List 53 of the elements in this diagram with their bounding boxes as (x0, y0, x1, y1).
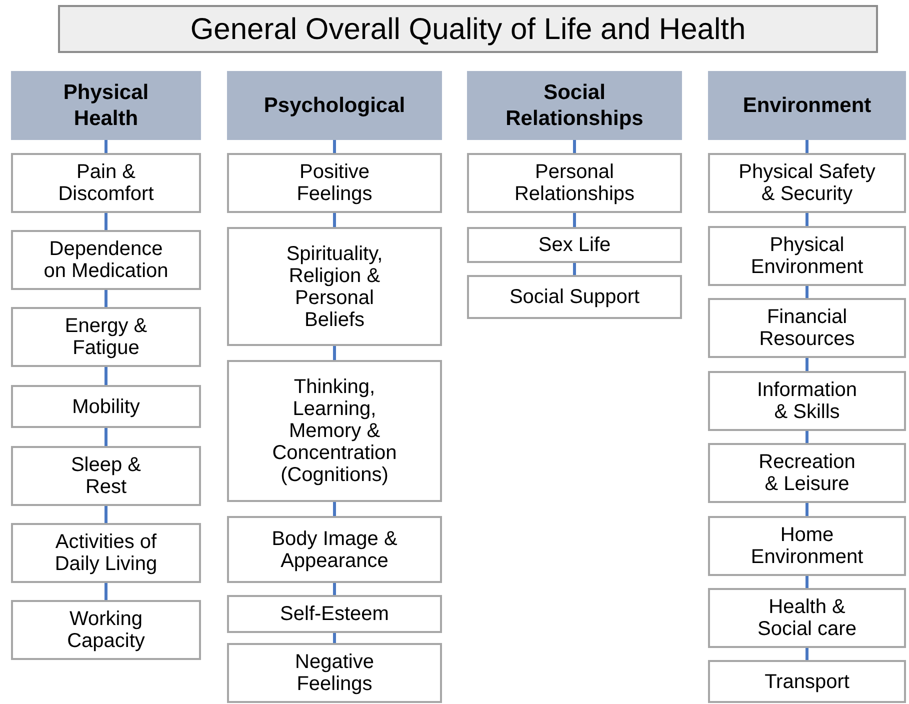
connector-line (333, 633, 336, 643)
item-box: Negative Feelings (227, 643, 442, 703)
title-banner: General Overall Quality of Life and Health (58, 5, 878, 53)
connector-line (104, 506, 108, 523)
item-box: Physical Safety & Security (708, 153, 906, 213)
item-box: Working Capacity (11, 600, 201, 660)
connector-line (806, 358, 808, 371)
connector-line (806, 576, 808, 588)
connector-line (806, 503, 808, 516)
connector-line (104, 140, 108, 153)
connector-line (573, 213, 576, 227)
connector-line (333, 140, 336, 153)
connector-line (333, 346, 336, 360)
connector-line (104, 213, 108, 230)
item-box: Physical Environment (708, 226, 906, 286)
connector-line (104, 290, 108, 307)
connector-line (806, 286, 808, 298)
connector-line (806, 431, 808, 443)
connector-line (806, 213, 808, 226)
item-box: Sleep & Rest (11, 446, 201, 506)
item-box: Social Support (467, 275, 682, 319)
connector-line (806, 140, 808, 153)
connector-line (104, 367, 108, 385)
connector-line (104, 428, 108, 446)
item-box: Spirituality, Religion & Personal Beliefs (227, 227, 442, 346)
item-box: Sex Life (467, 227, 682, 263)
connector-line (333, 213, 336, 227)
item-box: Recreation & Leisure (708, 443, 906, 503)
item-box: Information & Skills (708, 371, 906, 431)
item-box: Transport (708, 660, 906, 703)
item-box: Financial Resources (708, 298, 906, 358)
item-box: Pain & Discomfort (11, 153, 201, 213)
item-box: Body Image & Appearance (227, 516, 442, 583)
item-box: Personal Relationships (467, 153, 682, 213)
connector-line (333, 502, 336, 516)
category-header: Social Relationships (467, 71, 682, 140)
item-box: Dependence on Medication (11, 230, 201, 290)
connector-line (104, 583, 108, 600)
item-box: Self-Esteem (227, 595, 442, 633)
item-box: Mobility (11, 385, 201, 428)
item-box: Positive Feelings (227, 153, 442, 213)
connector-line (806, 648, 808, 660)
item-box: Home Environment (708, 516, 906, 576)
item-box: Energy & Fatigue (11, 307, 201, 367)
connector-line (333, 583, 336, 595)
category-header: Physical Health (11, 71, 201, 140)
connector-line (573, 140, 576, 153)
item-box: Thinking, Learning, Memory & Concentration (Cognitions) (227, 360, 442, 502)
category-header: Environment (708, 71, 906, 140)
item-box: Activities of Daily Living (11, 523, 201, 583)
category-header: Psychological (227, 71, 442, 140)
item-box: Health & Social care (708, 588, 906, 648)
connector-line (573, 263, 576, 275)
